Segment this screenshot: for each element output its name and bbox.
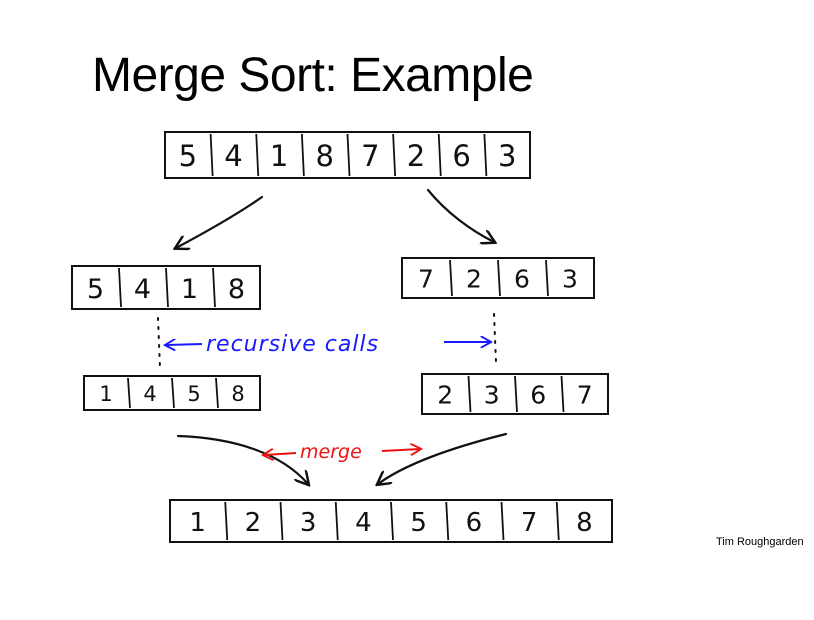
dotted-line-left (157, 317, 161, 369)
array-cell-divider (483, 133, 488, 177)
array-cell-divider (346, 133, 351, 177)
array-cell-divider (437, 133, 442, 177)
merge-label: merge (300, 441, 362, 463)
array-left-sorted: 1 4 5 8 (83, 375, 261, 411)
array-cell-divider (212, 267, 216, 308)
array-cell-value: 4 (355, 508, 372, 538)
array-cell-divider (255, 133, 260, 177)
array-cell-value: 2 (245, 508, 262, 538)
array-cell-divider (514, 375, 518, 413)
slide-title: Merge Sort: Example (92, 49, 534, 102)
array-cell-divider (171, 377, 175, 409)
array-cell-value: 3 (484, 381, 500, 410)
array-outline (401, 257, 595, 299)
array-cell-value: 2 (407, 139, 425, 173)
array-cell-value: 8 (231, 382, 244, 406)
merge-arrow-right (378, 432, 508, 484)
array-cell-divider (467, 375, 472, 413)
array-cell-value: 6 (466, 508, 483, 538)
array-cell-divider (224, 501, 229, 541)
array-cell-divider (445, 501, 450, 541)
array-cell-divider (545, 259, 549, 297)
array-cell-value: 5 (410, 508, 427, 538)
array-cell-divider (500, 501, 505, 541)
array-cell-value: 4 (143, 382, 156, 406)
array-cell-divider (390, 501, 394, 541)
array-cell-divider (449, 259, 453, 297)
array-cell-value: 6 (452, 139, 470, 173)
array-cell-value: 8 (228, 274, 245, 305)
array-right-half: 7 2 6 3 (401, 257, 595, 299)
array-cell-value: 3 (562, 265, 578, 294)
dotted-line-right (493, 313, 497, 363)
array-cell-value: 7 (521, 508, 538, 538)
array-cell-value: 8 (576, 508, 593, 538)
array-cell-divider (279, 501, 284, 541)
array-cell-value: 7 (577, 381, 593, 410)
array-cell-value: 6 (530, 381, 546, 410)
array-outline (421, 373, 609, 415)
merge-arrow-red-left (264, 453, 297, 455)
array-cell-value: 7 (418, 265, 434, 294)
array-cell-divider (300, 133, 305, 177)
array-cell-value: 7 (361, 139, 379, 173)
array-outline (164, 131, 531, 179)
array-cell-value: 5 (179, 139, 197, 173)
array-cell-value: 1 (270, 139, 288, 173)
array-cell-value: 8 (315, 139, 333, 173)
array-cell-divider (165, 267, 169, 308)
array-cell-divider (334, 501, 339, 541)
array-cell-divider (215, 377, 219, 409)
array-cell-value: 1 (189, 508, 206, 538)
array-cell-divider (209, 133, 214, 177)
array-cell-divider (118, 267, 122, 308)
array-outline (83, 375, 261, 411)
array-outline (71, 265, 261, 310)
array-cell-value: 5 (87, 274, 104, 305)
array-cell-value: 5 (187, 382, 200, 406)
array-cell-value: 2 (437, 381, 453, 410)
array-cell-divider (555, 501, 560, 541)
array-cell-divider (127, 377, 131, 409)
array-cell-value: 2 (466, 265, 482, 294)
array-cell-value: 4 (224, 139, 242, 173)
array-cell-divider (497, 259, 501, 297)
array-cell-value: 4 (134, 274, 151, 305)
split-arrow-left (176, 195, 264, 248)
merge-arrow-left (176, 434, 308, 484)
array-cell-value: 3 (300, 508, 317, 538)
array-cell-value: 1 (99, 382, 112, 406)
recursive-calls-label: recursive calls (206, 332, 379, 357)
split-arrow-right (426, 188, 494, 242)
merge-arrow-red-right (381, 449, 420, 451)
author-credit: Tim Roughgarden (716, 536, 804, 548)
array-cell-divider (392, 133, 397, 177)
array-outline (169, 499, 613, 543)
array-cell-divider (560, 375, 565, 413)
recursive-calls-arrow-left (166, 344, 203, 345)
array-cell-value: 3 (498, 139, 516, 173)
array-cell-value: 1 (181, 274, 198, 305)
array-right-sorted: 2 3 6 7 (421, 373, 609, 415)
array-cell-value: 6 (514, 265, 530, 294)
array-output: 1 2 3 4 5 6 7 8 (169, 499, 613, 543)
